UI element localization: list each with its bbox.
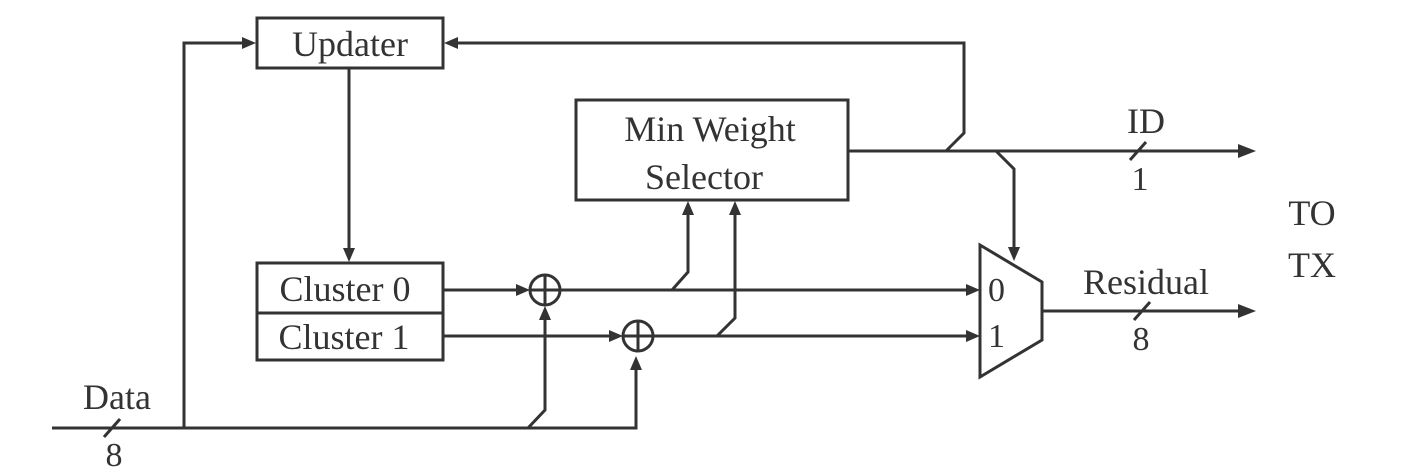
id-feedback-arrow [444, 37, 458, 49]
selector-label-line1: Min Weight [624, 109, 795, 149]
residual-0-to-selector-wire [670, 215, 690, 291]
adder-1-to-mux-arrow [966, 330, 980, 342]
mux-input-0-label: 0 [988, 272, 1005, 309]
residual-signal-label: Residual [1083, 262, 1209, 302]
cluster-1-label: Cluster 1 [279, 317, 410, 357]
residual-width-slash [1132, 301, 1152, 321]
adder-1 [621, 319, 655, 353]
cluster-0-to-adder-arrow [516, 284, 530, 296]
id-width-slash [1128, 141, 1148, 161]
data-to-updater-arrow [242, 37, 256, 49]
residual-1-to-selector-arrow [729, 201, 741, 215]
id-to-mux-select-arrow [1008, 247, 1020, 261]
selector-label-line2: Selector [645, 157, 763, 197]
adder-0 [528, 273, 562, 307]
destination-label-line2: TX [1288, 245, 1336, 285]
mux-input-1-label: 1 [988, 318, 1005, 355]
id-output-arrow [1238, 144, 1256, 158]
data-to-adder-0-arrow [539, 306, 551, 320]
data-width-slash [102, 418, 122, 438]
cluster-1-block: Cluster 1 [255, 311, 445, 362]
adder-0-to-mux-arrow [966, 284, 980, 296]
id-feedback-wire [458, 41, 966, 153]
id-width-label: 1 [1132, 161, 1149, 198]
residual-width-label: 8 [1133, 321, 1150, 358]
updater-label: Updater [292, 24, 408, 64]
data-signal-label: Data [83, 377, 151, 417]
min-weight-selector-block: Min Weight Selector [574, 98, 850, 202]
updater-block: Updater [255, 16, 445, 70]
id-signal-label: ID [1127, 101, 1165, 141]
id-to-mux-select-wire [994, 149, 1016, 247]
updater-to-cluster-arrow [343, 248, 355, 262]
data-to-updater-wire [182, 41, 242, 428]
data-to-adder-0-wire [526, 320, 547, 430]
cluster-0-block: Cluster 0 [255, 261, 445, 315]
data-to-adder-1-arrow [630, 356, 642, 370]
destination-label-line1: TO [1288, 193, 1335, 233]
cluster-1-to-adder-arrow [609, 330, 623, 342]
residual-1-to-selector-wire [715, 215, 737, 338]
data-bus-wire [52, 370, 638, 430]
residual-output-arrow [1238, 304, 1256, 318]
cluster-0-label: Cluster 0 [280, 269, 411, 309]
data-width-label: 8 [106, 437, 123, 474]
multiplexer: 0 1 [978, 242, 1044, 380]
residual-0-to-selector-arrow [682, 201, 694, 215]
